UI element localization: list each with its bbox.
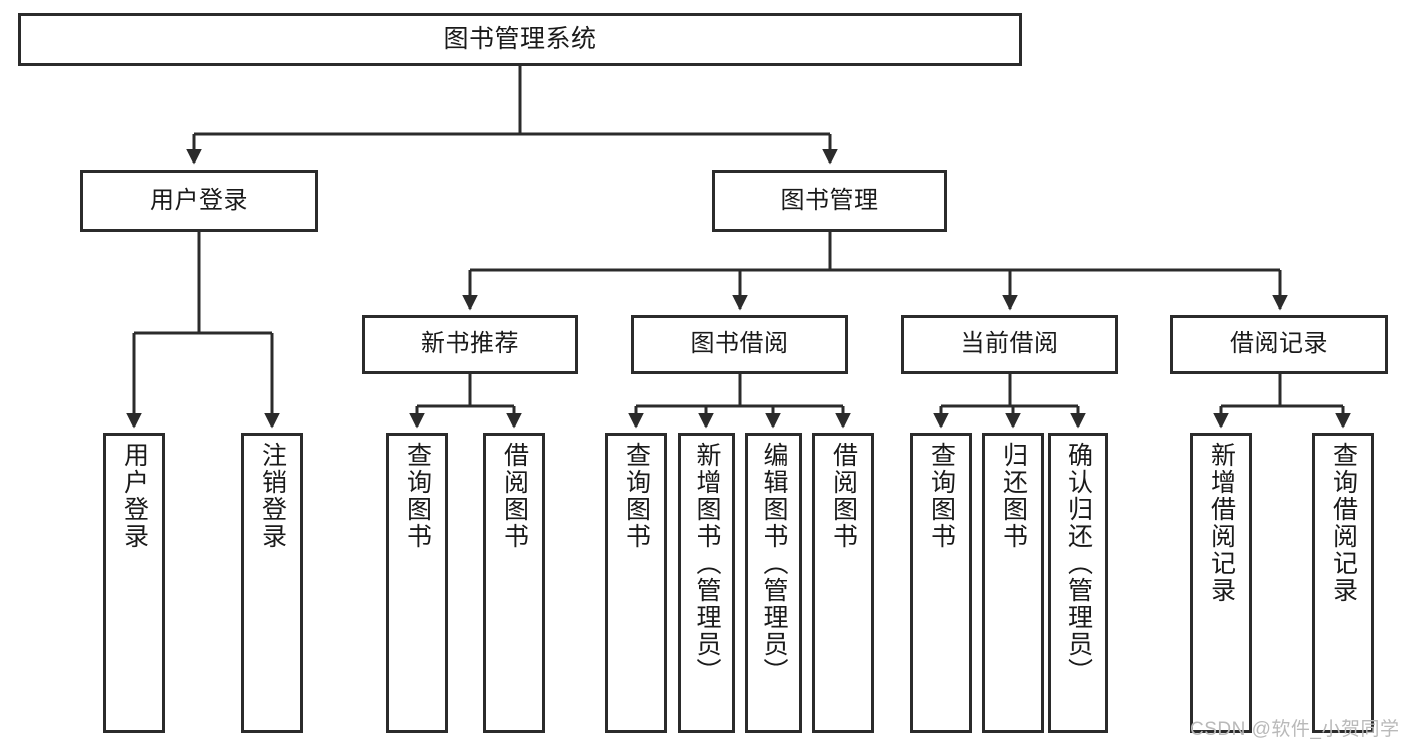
node-leaf-query-book-borrow-label: 查询图书 [622, 442, 651, 550]
node-book-management[interactable]: 图书管理 [712, 170, 947, 232]
node-new-book-recommend-label: 新书推荐 [421, 330, 519, 358]
node-leaf-return-book[interactable]: 归还图书 [982, 433, 1044, 733]
node-leaf-borrow-book-label: 借阅图书 [829, 442, 858, 550]
node-user-login[interactable]: 用户登录 [80, 170, 318, 232]
node-leaf-add-borrow-record-label: 新增借阅记录 [1207, 442, 1236, 604]
node-leaf-query-book-rec-label: 查询图书 [403, 442, 432, 550]
node-leaf-return-book-label: 归还图书 [999, 442, 1028, 550]
node-leaf-logout-login[interactable]: 注销登录 [241, 433, 303, 733]
node-borrow-record-label: 借阅记录 [1230, 330, 1328, 358]
node-book-management-label: 图书管理 [780, 186, 879, 214]
node-leaf-edit-book-admin[interactable]: 编辑图书（管理员） [745, 433, 802, 733]
node-root[interactable]: 图书管理系统 [18, 13, 1022, 66]
node-new-book-recommend[interactable]: 新书推荐 [362, 315, 578, 374]
node-leaf-confirm-return-admin[interactable]: 确认归还（管理员） [1048, 433, 1108, 733]
node-leaf-borrow-book-rec-label: 借阅图书 [500, 442, 529, 550]
node-leaf-add-book-admin-label: 新增图书（管理员） [693, 442, 721, 685]
node-leaf-user-login[interactable]: 用户登录 [103, 433, 165, 733]
node-leaf-confirm-return-admin-label: 确认归还（管理员） [1064, 442, 1093, 685]
node-book-borrow-label: 图书借阅 [690, 330, 789, 358]
node-current-borrow-label: 当前借阅 [960, 330, 1059, 358]
node-leaf-query-book-rec[interactable]: 查询图书 [386, 433, 448, 733]
node-current-borrow[interactable]: 当前借阅 [901, 315, 1118, 374]
node-leaf-query-borrow-record-label: 查询借阅记录 [1329, 442, 1358, 604]
node-leaf-add-borrow-record[interactable]: 新增借阅记录 [1190, 433, 1252, 733]
node-leaf-borrow-book-rec[interactable]: 借阅图书 [483, 433, 545, 733]
node-leaf-borrow-book[interactable]: 借阅图书 [812, 433, 874, 733]
node-book-borrow[interactable]: 图书借阅 [631, 315, 848, 374]
node-leaf-query-book-borrow[interactable]: 查询图书 [605, 433, 667, 733]
node-leaf-edit-book-admin-label: 编辑图书（管理员） [760, 442, 788, 685]
node-leaf-query-book-current-label: 查询图书 [927, 442, 956, 550]
node-user-login-label: 用户登录 [150, 186, 248, 214]
node-leaf-query-book-current[interactable]: 查询图书 [910, 433, 972, 733]
node-leaf-user-login-label: 用户登录 [120, 442, 149, 550]
node-borrow-record[interactable]: 借阅记录 [1170, 315, 1388, 374]
node-leaf-query-borrow-record[interactable]: 查询借阅记录 [1312, 433, 1374, 733]
node-leaf-logout-login-label: 注销登录 [258, 442, 287, 550]
node-root-label: 图书管理系统 [443, 24, 597, 53]
node-leaf-add-book-admin[interactable]: 新增图书（管理员） [678, 433, 735, 733]
